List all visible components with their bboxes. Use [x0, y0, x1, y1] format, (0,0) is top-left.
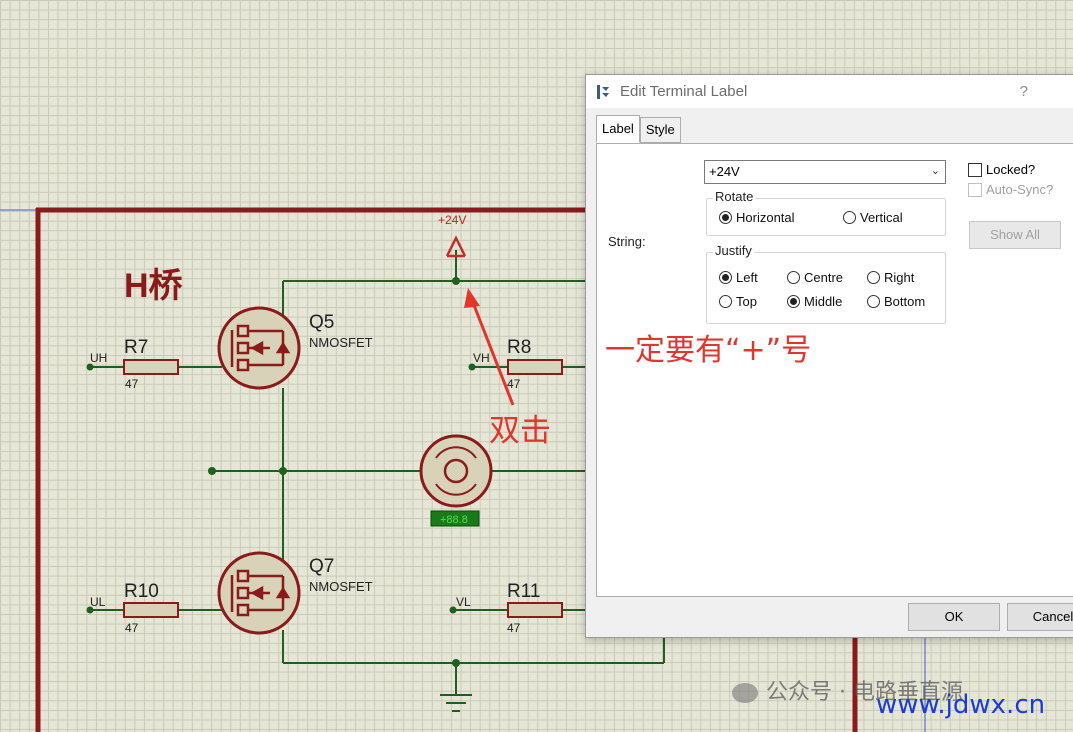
string-combobox[interactable]: +24V ⌄ — [704, 160, 946, 184]
checkbox-icon — [968, 182, 982, 197]
justify-right-radio[interactable]: Right — [867, 270, 914, 285]
r7-value: 47 — [125, 377, 139, 391]
terminal-vh[interactable]: VH — [473, 351, 490, 365]
justify-middle-radio[interactable]: Middle — [787, 294, 842, 309]
resistor-r10[interactable] — [123, 602, 179, 618]
justify-middle-label: Middle — [804, 294, 843, 309]
radio-unselected-icon — [867, 271, 880, 284]
show-all-button[interactable]: Show All — [969, 221, 1061, 249]
resistor-r8[interactable] — [507, 359, 563, 375]
dialog-titlebar[interactable]: Edit Terminal Label ? × — [586, 75, 1073, 108]
r11-ref: R11 — [507, 581, 540, 602]
checkbox-icon — [968, 162, 982, 177]
q7-ref: Q7 — [309, 556, 334, 577]
auto-sync-label: Auto-Sync? — [986, 182, 1054, 197]
power-terminal-label: +24V — [438, 213, 466, 227]
terminal-uh[interactable]: UH — [90, 351, 107, 365]
r8-value: 47 — [507, 377, 521, 391]
resistor-r11[interactable] — [507, 602, 563, 618]
schematic-frame — [0, 207, 926, 732]
wires — [90, 250, 665, 695]
terminal-ul[interactable]: UL — [90, 595, 106, 609]
justify-bottom-label: Bottom — [884, 294, 926, 309]
tab-style[interactable]: Style — [639, 117, 681, 143]
site-watermark: www.jdwx.cn — [876, 690, 1046, 720]
justify-left-label: Left — [736, 270, 758, 285]
r8-ref: R8 — [507, 337, 531, 358]
mosfet-q5[interactable] — [217, 306, 301, 390]
rotate-vertical-label: Vertical — [860, 210, 903, 225]
cancel-button[interactable]: Cancel — [1007, 603, 1073, 631]
schematic-title: H桥 — [124, 267, 183, 305]
justify-centre-label: Centre — [804, 270, 844, 285]
r10-value: 47 — [125, 621, 139, 635]
q5-type: NMOSFET — [309, 335, 373, 350]
r10-ref: R10 — [124, 581, 159, 602]
rotate-group: Rotate Horizontal Vertical — [706, 189, 946, 236]
junction-dots — [86, 277, 476, 667]
radio-unselected-icon — [787, 271, 800, 284]
motor-display-value: +88.8 — [440, 514, 468, 526]
resistor-r7[interactable] — [123, 359, 179, 375]
wechat-icon — [732, 683, 758, 703]
justify-top-radio[interactable]: Top — [719, 294, 757, 309]
rotate-horizontal-radio[interactable]: Horizontal — [719, 210, 795, 225]
q5-ref: Q5 — [309, 312, 334, 333]
terminal-vl[interactable]: VL — [456, 595, 471, 609]
locked-label: Locked? — [986, 162, 1036, 177]
watermark: 公众号 · 电路垂直源 — [732, 674, 963, 706]
radio-selected-icon — [787, 295, 800, 308]
ground-symbol — [440, 694, 472, 712]
rotate-vertical-radio[interactable]: Vertical — [843, 210, 903, 225]
justify-right-label: Right — [884, 270, 915, 285]
justify-centre-radio[interactable]: Centre — [787, 270, 843, 285]
terminal-label-icon — [597, 84, 609, 99]
string-label: String: — [608, 234, 646, 249]
radio-unselected-icon — [719, 295, 732, 308]
auto-sync-checkbox[interactable]: Auto-Sync? — [968, 182, 1053, 197]
radio-selected-icon — [719, 211, 732, 224]
r7-ref: R7 — [124, 337, 148, 358]
plus-sign-annotation: 一定要有“+”号 — [605, 333, 812, 368]
rotate-horizontal-label: Horizontal — [736, 210, 795, 225]
motor[interactable] — [419, 434, 493, 508]
justify-group: Justify Left Centre Right Top Middle Bot… — [706, 243, 946, 324]
locked-checkbox[interactable]: Locked? — [968, 162, 1035, 177]
radio-selected-icon — [719, 271, 732, 284]
dialog-title: Edit Terminal Label — [620, 83, 748, 100]
ok-button[interactable]: OK — [908, 603, 1000, 631]
tab-label[interactable]: Label — [596, 115, 640, 143]
power-terminal-symbol[interactable] — [445, 235, 467, 258]
rotate-group-title: Rotate — [713, 189, 756, 204]
string-value: +24V — [709, 164, 740, 179]
annotation-arrow-double-click — [464, 288, 515, 406]
double-click-annotation: 双击 — [489, 413, 551, 449]
dialog-tabs: Label Style — [596, 115, 681, 143]
chevron-down-icon[interactable]: ⌄ — [930, 165, 940, 177]
mosfet-q7[interactable] — [217, 551, 301, 635]
motor-display — [430, 510, 480, 527]
justify-top-label: Top — [736, 294, 757, 309]
justify-group-title: Justify — [713, 243, 754, 258]
edit-terminal-label-dialog: Edit Terminal Label ? × Label Style Stri… — [585, 74, 1073, 638]
radio-unselected-icon — [867, 295, 880, 308]
justify-left-radio[interactable]: Left — [719, 270, 758, 285]
help-button[interactable]: ? — [1019, 83, 1028, 100]
watermark-text: 公众号 · 电路垂直源 — [766, 680, 963, 705]
q7-type: NMOSFET — [309, 579, 373, 594]
justify-bottom-radio[interactable]: Bottom — [867, 294, 925, 309]
r11-value: 47 — [507, 621, 521, 635]
radio-unselected-icon — [843, 211, 856, 224]
